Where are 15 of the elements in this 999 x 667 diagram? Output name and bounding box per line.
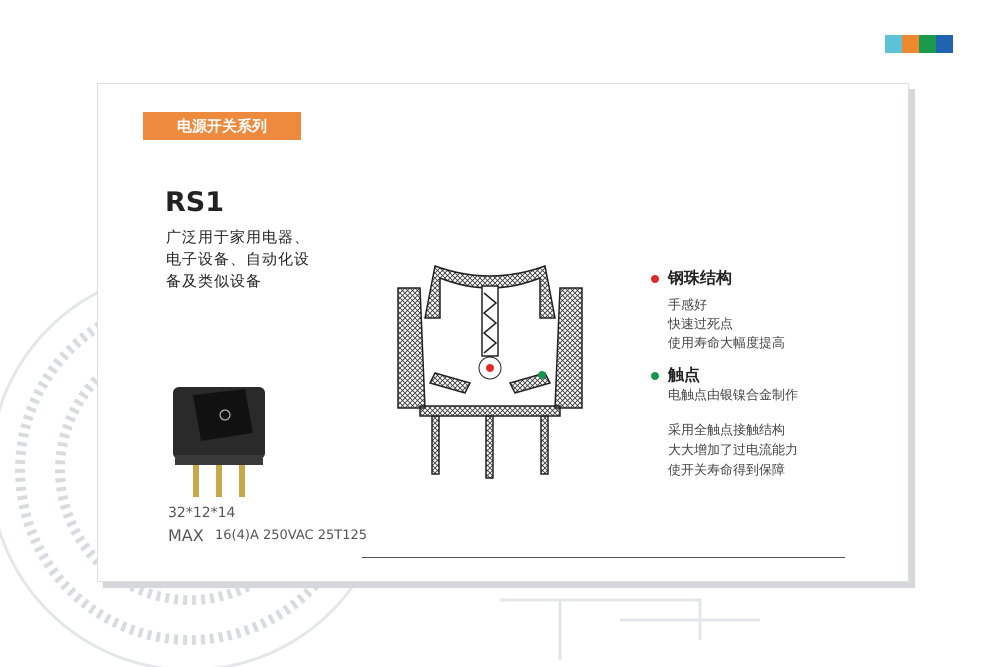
description-text: 广泛用于家用电器、电子设备、自动化设备及类似设备 bbox=[166, 227, 311, 292]
rating-text: 16(4)A 250VAC 25T125 bbox=[215, 528, 368, 543]
feature-text: 手感好 bbox=[668, 297, 707, 314]
legend-label: 钢珠结构 bbox=[668, 268, 732, 289]
series-tag: 电源开关系列 bbox=[143, 112, 301, 140]
model-title: RS1 bbox=[165, 187, 224, 218]
feature-text: 采用全触点接触结构 bbox=[668, 422, 785, 439]
feature-text: 使用寿命大幅度提高 bbox=[668, 335, 785, 352]
feature-text: 电触点由银镍合金制作 bbox=[668, 387, 798, 404]
feature-text: 使开关寿命得到保障 bbox=[668, 462, 785, 479]
dimension-text: 32*12*14 bbox=[168, 505, 236, 521]
feature-text: 大大增加了过电流能力 bbox=[668, 442, 798, 459]
legend-label: 触点 bbox=[668, 365, 700, 386]
rating-label: MAX bbox=[168, 526, 204, 545]
feature-text: 快速过死点 bbox=[668, 316, 733, 333]
